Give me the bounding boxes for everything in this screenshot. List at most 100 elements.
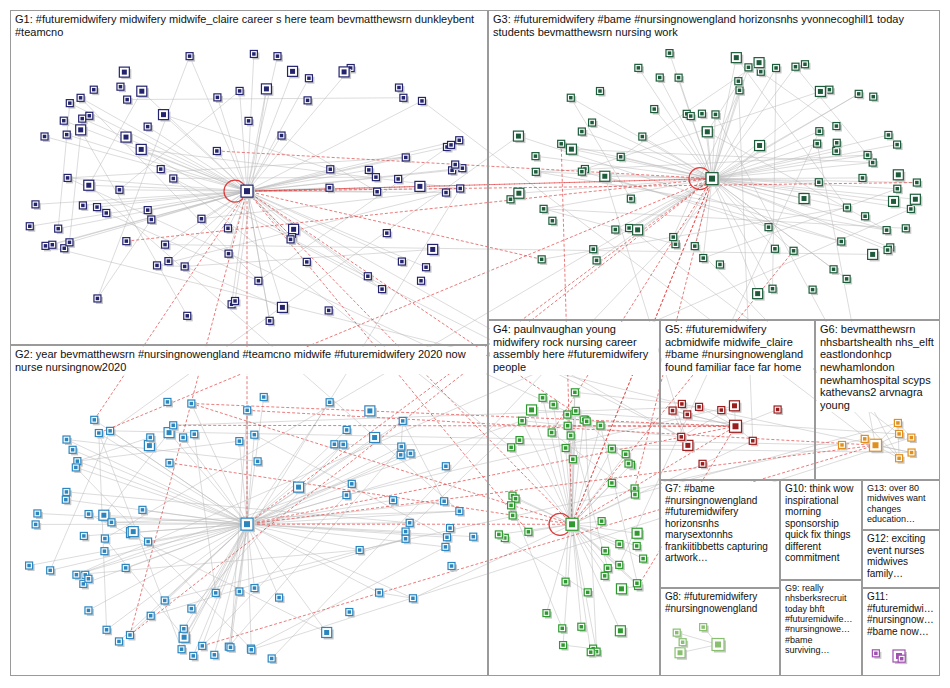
vertex-icon <box>101 535 110 544</box>
vertex-frame <box>76 125 86 135</box>
vertex-frame <box>558 140 565 147</box>
vertex-frame <box>395 175 402 182</box>
vertex-link <box>795 67 867 155</box>
vertex-fill <box>520 419 524 423</box>
vertex-frame <box>633 542 640 549</box>
vertex-frame <box>115 638 122 645</box>
vertex-fill <box>296 485 301 490</box>
group-box: G6: bevmatthewsrn nhsbartshealth nhs_elf… <box>815 320 940 480</box>
vertex-fill <box>86 183 91 188</box>
vertex-icon <box>666 50 675 59</box>
vertex-icon <box>470 533 479 542</box>
vertex-frame <box>753 289 763 299</box>
vertex-icon <box>103 626 112 635</box>
vertex-frame <box>601 572 608 579</box>
vertex-fill <box>244 521 250 527</box>
vertex-frame <box>861 435 868 442</box>
vertex-frame <box>913 179 920 186</box>
vertex-icon <box>562 444 571 453</box>
vertex-icon <box>615 626 627 638</box>
group-box: G2: year bevmatthewsrn #nursingnowenglan… <box>10 345 488 676</box>
vertex-frame <box>164 398 171 405</box>
vertex-fill <box>444 191 448 195</box>
vertex-fill <box>870 252 875 257</box>
vertex-fill <box>397 86 401 90</box>
vertex-icon <box>165 258 174 267</box>
vertex-icon <box>593 257 602 266</box>
vertex-frame <box>266 317 273 324</box>
vertex-fill <box>709 176 715 182</box>
vertex-icon <box>749 437 758 446</box>
vertex-link <box>247 140 459 191</box>
vertex-frame <box>154 262 161 269</box>
vertex-frame <box>792 63 799 70</box>
vertex-frame <box>755 141 765 151</box>
vertex-frame <box>325 307 332 314</box>
vertex-icon <box>514 188 526 200</box>
vertex-link <box>712 179 794 251</box>
vertex-fill <box>306 99 310 103</box>
vertex-icon <box>616 541 625 550</box>
vertex-icon <box>698 110 707 119</box>
vertex-fill <box>68 241 72 245</box>
vertex-fill <box>545 611 549 615</box>
vertex-icon <box>250 50 259 59</box>
vertex-fill <box>574 409 578 413</box>
vertex-frame <box>870 439 882 451</box>
vertex-icon <box>675 74 684 83</box>
vertex-icon <box>241 185 255 199</box>
vertex-icon <box>572 407 581 416</box>
vertex-fill <box>188 54 192 58</box>
vertex-icon <box>735 78 744 87</box>
vertex-icon <box>754 58 766 70</box>
vertex-fill <box>866 153 870 157</box>
vertex-frame <box>839 441 846 448</box>
vertex-frame <box>123 238 130 245</box>
group-box: G12: exciting event nurses midwives fami… <box>862 530 940 588</box>
vertex-fill <box>226 227 230 231</box>
vertex-icon <box>843 204 852 213</box>
vertex-link <box>247 524 447 537</box>
vertex-fill <box>350 482 354 486</box>
vertex-icon <box>372 174 381 183</box>
vertex-fill <box>701 256 705 260</box>
vertex-link <box>406 421 522 532</box>
vertex-frame <box>101 535 108 542</box>
vertex-frame <box>236 87 243 94</box>
vertex-icon <box>908 449 917 458</box>
vertex-frame <box>633 580 640 587</box>
vertex-fill <box>64 498 68 502</box>
vertex-frame <box>49 241 56 248</box>
vertex-frame <box>572 407 579 414</box>
vertex-fill <box>307 76 311 80</box>
vertex-fill <box>328 400 332 404</box>
vertex-frame <box>180 434 187 441</box>
vertex-icon <box>379 286 388 295</box>
vertex-frame <box>687 113 694 120</box>
reply-link <box>247 179 712 192</box>
vertex-frame <box>260 394 267 401</box>
vertex-fill <box>247 119 251 123</box>
vertex-link <box>99 433 247 524</box>
vertex-icon <box>84 180 96 192</box>
vertex-link <box>81 98 682 437</box>
vertex-link <box>89 185 247 191</box>
vertex-fill <box>79 96 83 100</box>
vertex-fill <box>163 599 167 603</box>
vertex-fill <box>792 249 796 253</box>
vertex-frame <box>241 518 253 530</box>
vertex-fill <box>895 143 899 147</box>
vertex-fill <box>97 431 101 435</box>
vertex-frame <box>608 445 615 452</box>
vertex-frame <box>583 418 590 425</box>
vertex-fill <box>458 509 462 513</box>
vertex-fill <box>96 297 100 301</box>
vertex-icon <box>77 94 86 103</box>
vertex-icon <box>397 451 406 460</box>
vertex-fill <box>62 246 66 250</box>
vertex-link <box>638 179 712 230</box>
vertex-icon <box>304 97 313 106</box>
vertex-link <box>553 405 572 525</box>
vertex-fill <box>449 143 453 147</box>
